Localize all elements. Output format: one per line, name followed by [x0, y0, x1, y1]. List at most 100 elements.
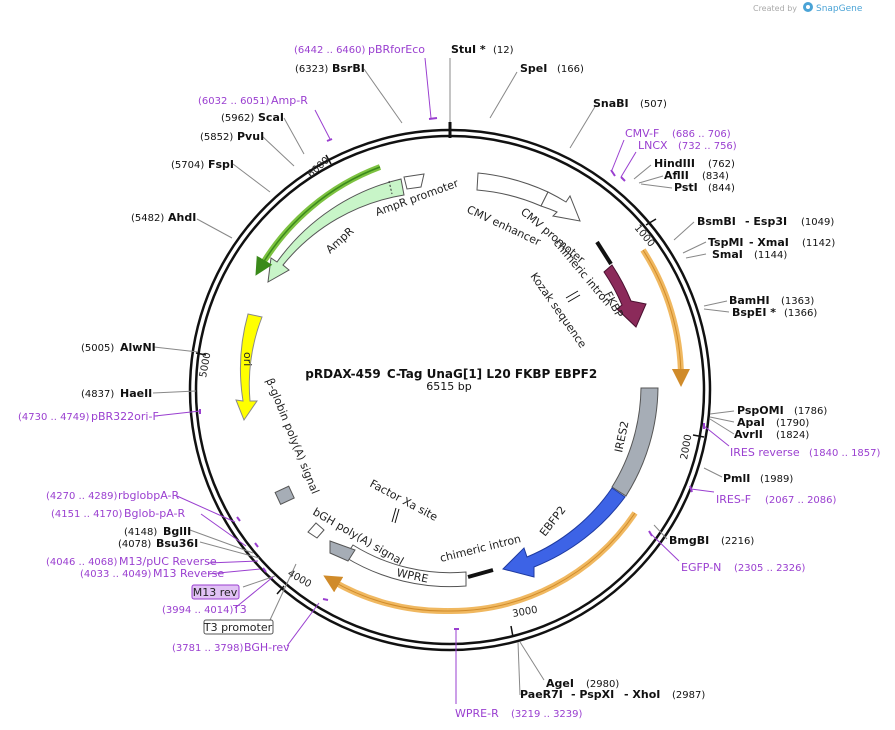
- svg-text:(1142): (1142): [802, 238, 835, 249]
- site-xhoi: - XhoI: [624, 688, 660, 701]
- svg-text:(12): (12): [493, 45, 514, 56]
- site-bamhi: BamHI: [729, 294, 770, 307]
- svg-text:(5704): (5704): [171, 160, 204, 171]
- ori-arrow: [235, 313, 263, 422]
- site-tspmi: TspMI: [708, 236, 744, 249]
- cmv-promoter-arrow: [540, 191, 581, 222]
- features: [235, 172, 659, 588]
- site-smai: SmaI: [712, 248, 743, 261]
- ires2-block: [611, 387, 659, 497]
- site-xmai: - XmaI: [749, 236, 789, 249]
- svg-text:(4151 .. 4170): (4151 .. 4170): [51, 509, 123, 520]
- site-hindiii: HindIII: [654, 157, 695, 170]
- site-bsu36i: Bsu36I: [156, 537, 198, 550]
- svg-text:(834): (834): [702, 171, 729, 182]
- primer-lncx: LNCX: [638, 139, 668, 152]
- svg-text:(844): (844): [708, 183, 735, 194]
- tick-marks: [195, 154, 705, 638]
- site-aflii: AflII: [664, 169, 689, 182]
- primer-wpre-r: WPRE-R: [455, 707, 499, 720]
- svg-text:(2067 .. 2086): (2067 .. 2086): [765, 495, 837, 506]
- tick-label-5000: 5000: [198, 352, 213, 379]
- site-agei: AgeI: [546, 677, 574, 690]
- svg-text:(732 .. 756): (732 .. 756): [678, 141, 737, 152]
- svg-text:(3994 .. 4014): (3994 .. 4014): [162, 605, 234, 616]
- site-spei: SpeI: [520, 62, 547, 75]
- svg-text:M13 rev: M13 rev: [193, 586, 238, 599]
- svg-text:(1824): (1824): [776, 430, 809, 441]
- svg-text:(686 .. 706): (686 .. 706): [672, 129, 731, 140]
- svg-text:(5852): (5852): [200, 132, 233, 143]
- primer-cmv-f: CMV-F: [625, 127, 659, 140]
- site-scai: ScaI: [258, 111, 284, 124]
- svg-text:(762): (762): [708, 159, 735, 170]
- label-ori: ori: [241, 352, 254, 366]
- bgh-polya-block: [329, 540, 356, 562]
- site-alwni: AlwNI: [120, 341, 156, 354]
- svg-text:(2980): (2980): [586, 679, 619, 690]
- svg-text:(6323): (6323): [295, 64, 328, 75]
- cmv-enhancer-arrow: [476, 172, 549, 207]
- site-bspei: BspEI *: [732, 306, 776, 319]
- label-ampr: AmpR: [323, 224, 356, 256]
- svg-text:(2216): (2216): [721, 536, 754, 547]
- svg-text:(4148): (4148): [124, 527, 157, 538]
- restriction-sites: StuI * (12) SpeI (166) SnaBI (507) HindI…: [81, 43, 835, 701]
- m13-rev-block: [307, 522, 325, 539]
- svg-text:(507): (507): [640, 99, 667, 110]
- svg-text:(4046 .. 4068): (4046 .. 4068): [46, 557, 118, 568]
- ampr-promoter-arrow: [403, 173, 425, 190]
- svg-text:(5482): (5482): [131, 213, 164, 224]
- primer-bgh-rev: BGH-rev: [244, 641, 290, 654]
- primer-m13-reverse: M13 Reverse: [153, 567, 224, 580]
- primer-pbrforeco: pBRforEco: [368, 43, 425, 56]
- svg-text:(2987): (2987): [672, 690, 705, 701]
- svg-text:T3 promoter: T3 promoter: [203, 621, 273, 634]
- primer-rbglobpa-r: rbglobpA-R: [118, 489, 179, 502]
- primer-ires-reverse: IRES reverse: [730, 446, 800, 459]
- credit-prefix: Created by: [753, 4, 797, 13]
- label-chimeric-intron-2: chimeric intron: [439, 532, 523, 565]
- orf-arc-1: [640, 248, 690, 387]
- svg-text:(166): (166): [557, 64, 584, 75]
- m13-rev-label: M13 rev: [191, 584, 240, 600]
- site-stui: StuI *: [451, 43, 486, 56]
- fkbp-arrow: [603, 264, 647, 328]
- plasmid-subtitle: C-Tag UnaG[1] L20 FKBP EBPF2: [387, 367, 597, 381]
- primer-t3: T3: [232, 603, 247, 616]
- primer-egfp-n: EGFP-N: [681, 561, 721, 574]
- svg-text:(2305 .. 2326): (2305 .. 2326): [734, 563, 806, 574]
- beta-globin-polya-block: [274, 485, 295, 505]
- site-bmgbi: BmgBI: [669, 534, 709, 547]
- site-bsrbi: BsrBI: [332, 62, 365, 75]
- orf-arcs: [255, 164, 690, 615]
- svg-text:(4033 .. 4049): (4033 .. 4049): [80, 569, 152, 580]
- plasmid-size: 6515 bp: [426, 380, 471, 393]
- site-pvui: PvuI: [237, 130, 264, 143]
- svg-text:(4730 .. 4749): (4730 .. 4749): [18, 412, 90, 423]
- site-apai: ApaI: [737, 416, 765, 429]
- label-ires2: IRES2: [612, 420, 631, 454]
- site-avrii: AvrII: [734, 428, 763, 441]
- site-ahdi: AhdI: [168, 211, 196, 224]
- primer-ires-f: IRES-F: [716, 493, 751, 506]
- tick-label-2000: 2000: [679, 434, 694, 461]
- credit-brand: SnapGene: [816, 4, 863, 14]
- primers: pBRforEco (6442 .. 6460) Amp-R (6032 .. …: [18, 43, 881, 720]
- svg-text:(5005): (5005): [81, 343, 114, 354]
- site-haeii: HaeII: [120, 387, 152, 400]
- plasmid-name: pRDAX-459: [305, 367, 380, 381]
- svg-text:(1049): (1049): [801, 217, 834, 228]
- svg-text:(6032 .. 6051): (6032 .. 6051): [198, 96, 270, 107]
- svg-text:(1144): (1144): [754, 250, 787, 261]
- factor-xa-mark: [391, 507, 397, 523]
- primer-pbr322ori-f: pBR322ori-F: [91, 410, 159, 423]
- tick-label-3000: 3000: [512, 605, 539, 620]
- site-pspomi: PspOMI: [737, 404, 784, 417]
- primer-amp-r: Amp-R: [271, 94, 308, 107]
- ebfp2-arrow: [502, 487, 626, 578]
- svg-text:(4078): (4078): [118, 539, 151, 550]
- svg-text:(1786): (1786): [794, 406, 827, 417]
- site-pspxi: - PspXI: [571, 688, 614, 701]
